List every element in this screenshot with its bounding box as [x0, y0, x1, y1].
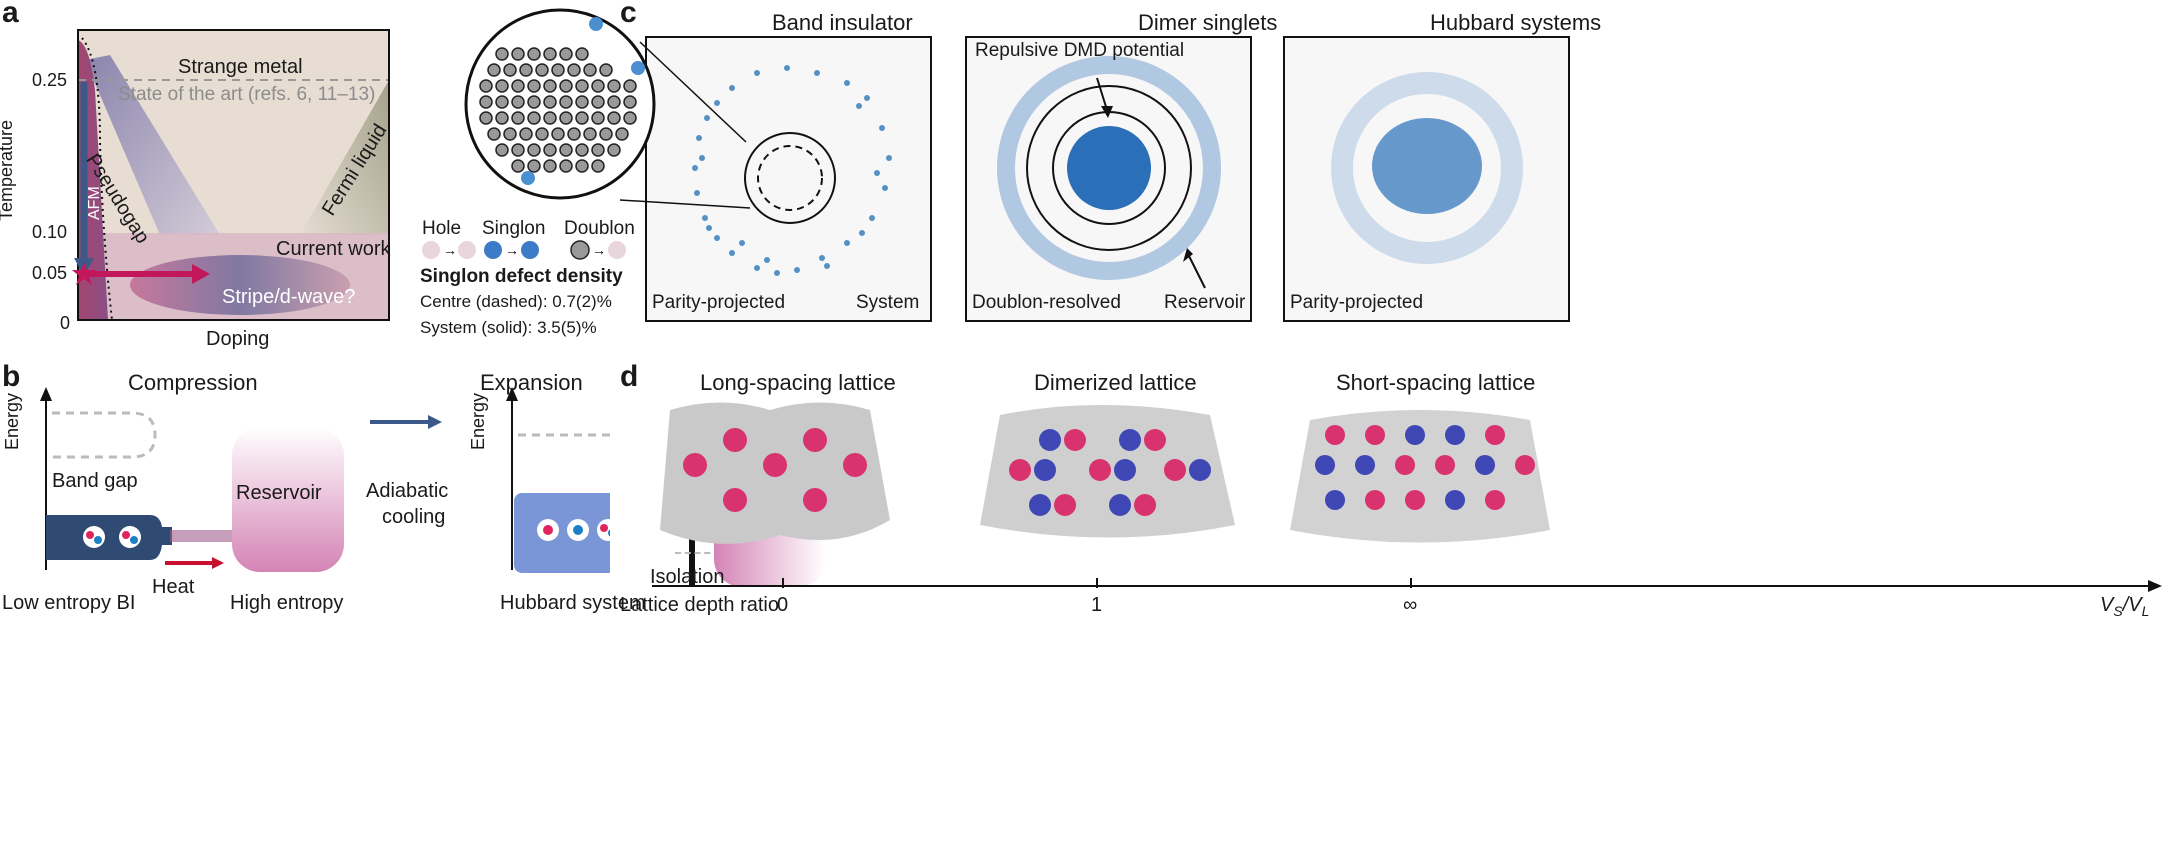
energy-label-left: Energy — [2, 392, 22, 450]
stripe-label: Stripe/d-wave? — [222, 286, 356, 308]
compression-title: Compression — [128, 370, 258, 395]
y-axis-label: Temperature — [0, 119, 17, 222]
depth-tick-label-inf: ∞ — [1403, 594, 1418, 616]
dashed-right-tail — [675, 552, 720, 554]
heat-label: Heat — [152, 576, 195, 598]
panel-d-label: d — [620, 360, 639, 393]
legend-hole: Hole — [422, 218, 462, 239]
panel-b-label: b — [2, 360, 21, 393]
energy-label-right: Energy — [468, 392, 488, 450]
depth-tick-inf — [1410, 578, 1412, 588]
hubbard-systems-title: Hubbard systems — [1430, 10, 1602, 35]
lattice-zoom — [464, 8, 656, 200]
parity-projected-label-1: Parity-projected — [652, 292, 786, 313]
band-gap-label: Band gap — [52, 470, 138, 492]
depth-tick-0 — [782, 578, 784, 588]
legend-glyphs: → → → — [422, 240, 626, 260]
adiabatic-label: Adiabatic — [366, 480, 449, 502]
ratio-v-l: V — [2128, 594, 2142, 616]
lattice-short-spacing — [1290, 410, 1550, 543]
ytick-0: 0 — [60, 313, 71, 333]
dimerized-title: Dimerized lattice — [1034, 370, 1197, 395]
ratio-sub-l: L — [2141, 603, 2150, 619]
depth-tick-label-0: 0 — [777, 594, 789, 616]
lattice-long-spacing — [660, 402, 890, 544]
singlon-defect-title: Singlon defect density — [420, 266, 623, 287]
hubbard-system-label: Hubbard system — [500, 592, 646, 614]
cooling-label: cooling — [382, 506, 446, 528]
current-work-label: Current work — [276, 238, 391, 260]
reservoir-label-c: Reservoir — [1164, 292, 1246, 313]
band-insulator-image — [645, 36, 932, 322]
system-label: System — [856, 292, 920, 313]
depth-axis-ratio: VS/VL — [2100, 594, 2150, 619]
legend-doublon: Doublon — [564, 218, 635, 239]
ytick-005: 0.05 — [32, 263, 68, 283]
entropy-schematic — [40, 387, 610, 573]
expansion-right-schematic — [610, 385, 630, 585]
afm-label: AFM — [86, 186, 103, 220]
legend-singlon: Singlon — [482, 218, 546, 239]
short-spacing-title: Short-spacing lattice — [1336, 370, 1536, 395]
strange-metal-label: Strange metal — [178, 56, 303, 78]
state-of-art-label: State of the art (refs. 6, 11–13) — [118, 84, 376, 105]
dimer-singlets-title: Dimer singlets — [1138, 10, 1278, 35]
expansion-title: Expansion — [480, 370, 583, 395]
high-entropy-label: High entropy — [230, 592, 344, 614]
low-entropy-label: Low entropy BI — [2, 592, 136, 614]
panel-c-label: c — [620, 0, 637, 29]
hubbard-systems-image — [1283, 36, 1570, 322]
depth-tick-1 — [1096, 578, 1098, 588]
depth-axis-line — [652, 585, 2152, 587]
lattice-dimerized — [980, 405, 1235, 538]
zoom-lines — [619, 41, 751, 209]
parity-projected-label-3: Parity-projected — [1290, 292, 1424, 313]
ytick-010: 0.10 — [32, 222, 68, 242]
svg-text:→: → — [505, 242, 519, 258]
panel-a-label: a — [2, 0, 19, 29]
depth-axis-label: Lattice depth ratio — [620, 594, 779, 616]
svg-text:→: → — [443, 242, 457, 258]
ytick-025: 0.25 — [32, 70, 68, 90]
phase-diagram — [72, 29, 390, 321]
depth-axis-arrowhead — [2148, 580, 2162, 592]
x-axis-label: Doping — [206, 328, 270, 350]
ratio-v-s: V — [2100, 594, 2114, 616]
repulsive-dmd-label: Repulsive DMD potential — [975, 40, 1185, 61]
long-spacing-title: Long-spacing lattice — [700, 370, 896, 395]
system-value: System (solid): 3.5(5)% — [420, 318, 597, 337]
centre-value: Centre (dashed): 0.7(2)% — [420, 292, 612, 311]
depth-tick-label-1: 1 — [1091, 594, 1103, 616]
doublon-resolved-label: Doublon-resolved — [972, 292, 1121, 313]
ratio-sub-s: S — [2113, 603, 2123, 619]
isolation-label: Isolation — [650, 566, 725, 588]
svg-text:→: → — [592, 242, 606, 258]
reservoir-left-label: Reservoir — [236, 482, 322, 504]
dimer-singlets-image — [965, 36, 1252, 322]
band-insulator-title: Band insulator — [772, 10, 913, 35]
